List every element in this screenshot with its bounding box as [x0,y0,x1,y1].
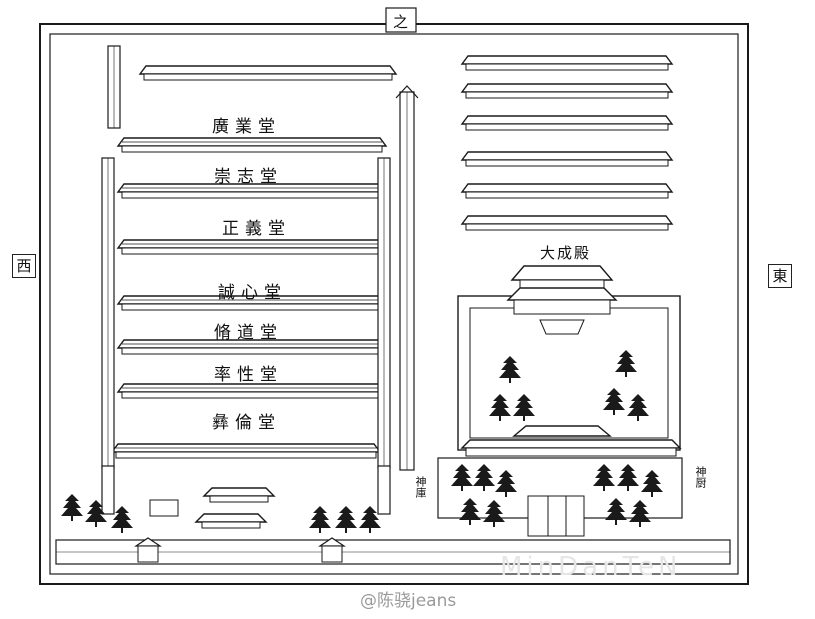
main-hall-label: 大成殿 [540,244,592,262]
watermark-handle: @陈骁jeans [360,586,456,611]
watermark-handle-text: 陈骁jeans [377,591,457,611]
map-top-char: 之 [393,13,409,31]
hall-label-zhengyi: 正義堂 [222,219,291,239]
direction-east: 東 [768,264,792,288]
hall-label-shuaixing: 率性堂 [214,365,283,385]
direction-west: 西 [12,254,36,278]
hall-label-chengxin: 誠心堂 [218,283,287,303]
at-sign-icon: @ [360,591,377,611]
spirit-storehouse-label: 神庫 [414,476,427,498]
watermark-faint-text: MinDanTeN [500,552,682,582]
spirit-kitchen-label: 神厨 [694,466,707,488]
hall-label-chongzhi: 崇志堂 [214,167,283,187]
hall-label-yilun: 彝倫堂 [212,413,281,433]
hall-label-guangye: 廣業堂 [212,117,281,137]
hall-label-xiudao: 脩道堂 [214,323,283,343]
